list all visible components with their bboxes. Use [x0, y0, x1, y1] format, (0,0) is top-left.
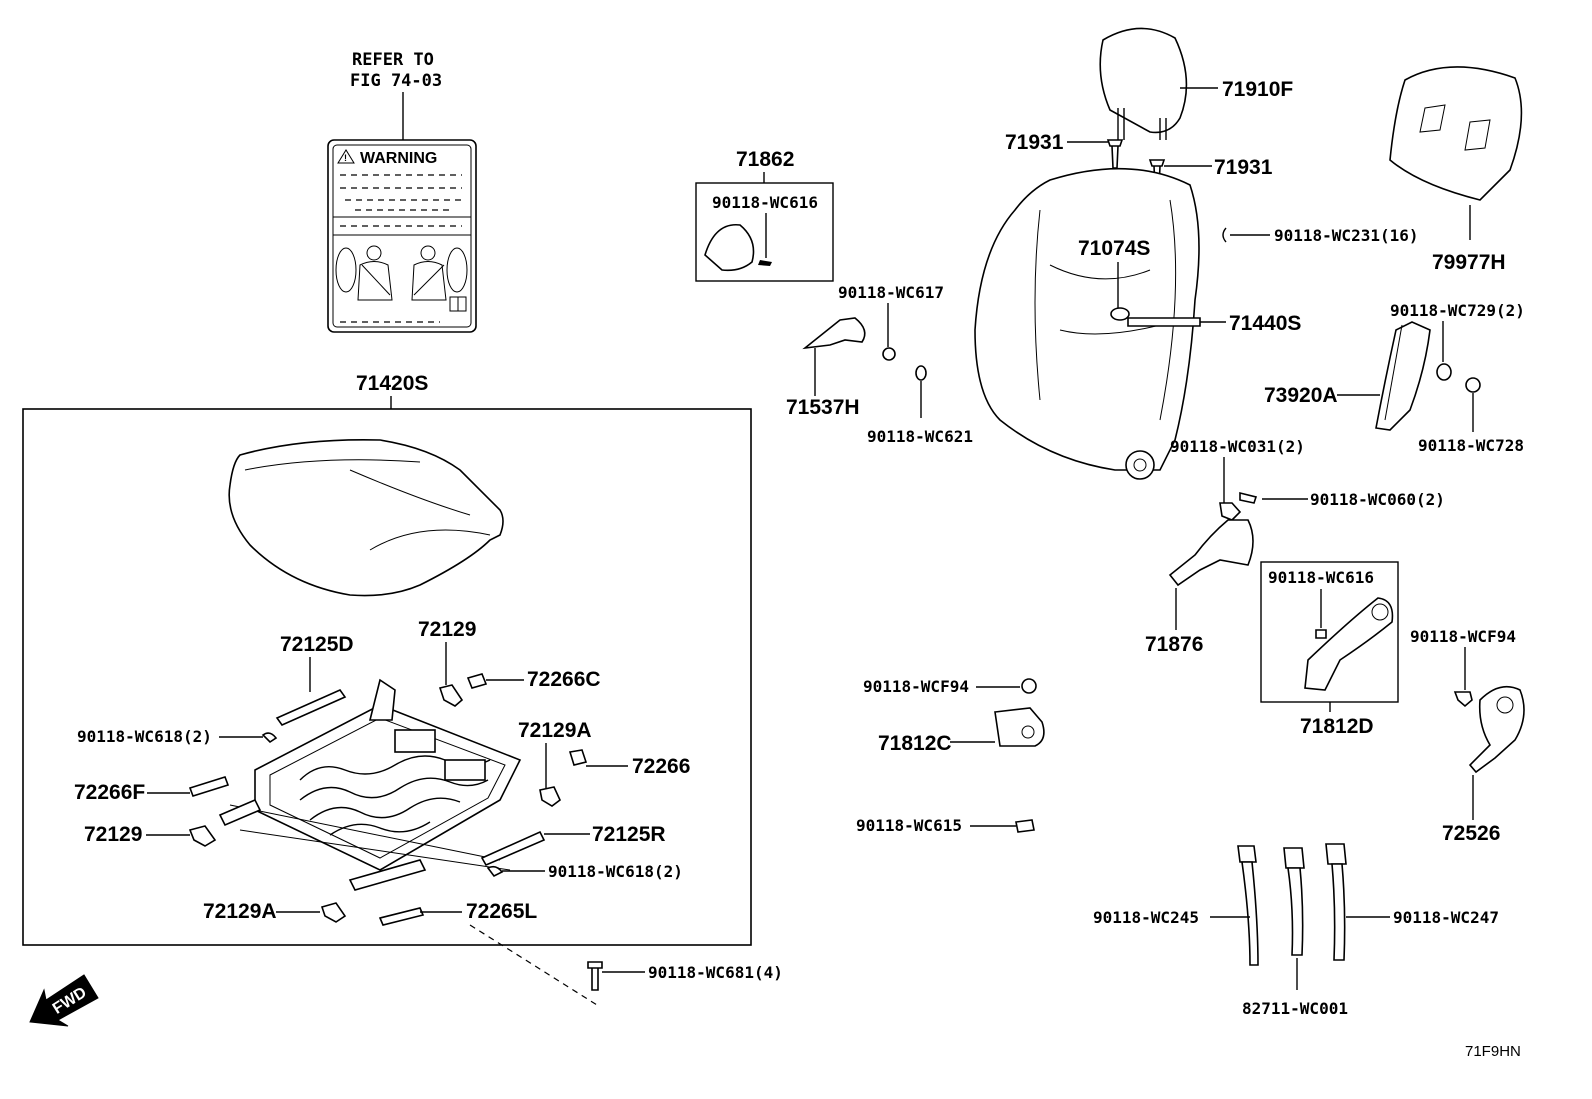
label-90118-WC615: 90118-WC615 — [856, 816, 962, 835]
label-90118-WC728: 90118-WC728 — [1418, 436, 1524, 455]
warning-heading: WARNING — [360, 150, 437, 167]
label-72266: 72266 — [632, 755, 690, 778]
label-90118-WC681: 90118-WC681(4) — [648, 963, 783, 982]
label-90118-WC247: 90118-WC247 — [1393, 908, 1499, 927]
label-90118-WC031: 90118-WC031(2) — [1170, 437, 1305, 456]
clip-82711-illustration — [1287, 867, 1304, 956]
trim-71862-group: 71862 90118-WC616 — [695, 148, 834, 282]
screw-WCF94-mid-illustration — [1021, 678, 1037, 694]
label-71812D: 71812D — [1300, 715, 1374, 738]
screw-WCF94-right-illustration — [1453, 691, 1473, 708]
clip-WC621-illustration — [915, 365, 927, 381]
label-72266C: 72266C — [527, 668, 601, 691]
warning-triangle-icon — [337, 149, 355, 164]
belt-anchor-73920A-illustration — [1375, 321, 1431, 431]
label-71812C: 71812C — [878, 732, 952, 755]
label-79977H: 79977H — [1432, 251, 1506, 274]
label-90118-WC729: 90118-WC729(2) — [1390, 301, 1525, 320]
label-71537H: 71537H — [786, 396, 860, 419]
bolt-WC031-illustration — [1219, 502, 1242, 521]
pad-71074S-illustration — [1110, 307, 1130, 321]
clip-WC617-illustration — [882, 347, 896, 361]
cushion-assembly-group: 71420S 72125D 72129 — [22, 372, 752, 946]
rail-72125R-illustration — [480, 830, 546, 867]
cover-72265L-illustration — [378, 907, 425, 926]
seat-cushion-pad-illustration — [228, 438, 504, 597]
label-82711-WC001: 82711-WC001 — [1242, 999, 1348, 1018]
label-71931-left: 71931 — [1005, 131, 1064, 154]
label-72125D: 72125D — [280, 633, 354, 656]
bracket-71537H-illustration — [802, 317, 866, 350]
tie-WC247-illustration — [1331, 863, 1346, 961]
clip-WC615-illustration — [1015, 819, 1035, 833]
label-71440S: 71440S — [1229, 312, 1301, 335]
bracket-71876-illustration — [1168, 519, 1254, 587]
nut-WC729-illustration — [1436, 363, 1452, 381]
seatback-cover-illustration — [974, 167, 1200, 471]
clip-72129-top-illustration — [438, 684, 464, 707]
svg-text:!: ! — [344, 153, 347, 163]
label-72266F: 72266F — [74, 781, 145, 804]
label-71420S: 71420S — [356, 372, 428, 395]
warning-label-illustration: REFER TO FIG 74-03 ! WARNING — [327, 50, 477, 333]
screw-WC618-right-illustration — [486, 865, 504, 878]
tie-WC245-illustration — [1241, 861, 1259, 966]
screw-WC618-left-illustration — [261, 732, 278, 744]
diagram-code: 71F9HN — [1465, 1043, 1521, 1060]
clip-72129-left-illustration — [188, 825, 217, 847]
label-72526: 72526 — [1442, 822, 1500, 845]
rail-72125D-illustration — [275, 689, 347, 726]
label-90118-WCF94-right: 90118-WCF94 — [1410, 627, 1516, 646]
label-71862: 71862 — [736, 148, 794, 171]
label-90118-WC621: 90118-WC621 — [867, 427, 973, 446]
cover-72266F-illustration — [188, 776, 230, 797]
cable-tie-group: 90118-WC245 82711-WC001 90118-WC247 — [1093, 843, 1499, 1018]
cover-71812C-illustration — [994, 707, 1045, 747]
cover-79977H-illustration — [1389, 66, 1523, 201]
label-90118-WC245: 90118-WC245 — [1093, 908, 1199, 927]
label-90118-WC618-left: 90118-WC618(2) — [77, 727, 212, 746]
label-71862-fastener: 90118-WC616 — [712, 193, 818, 212]
label-72129A-bottom: 72129A — [203, 900, 277, 923]
label-90118-WC617: 90118-WC617 — [838, 283, 944, 302]
headrest-71910F-illustration — [1099, 27, 1188, 134]
nut-WC728-illustration — [1465, 377, 1481, 393]
label-72125R: 72125R — [592, 823, 666, 846]
cover-71812D-illustration — [1304, 597, 1394, 691]
seat-frame-illustration — [218, 678, 522, 891]
label-71074S: 71074S — [1078, 237, 1150, 260]
label-71910F: 71910F — [1222, 78, 1293, 101]
forward-direction-arrow-icon: FWD — [29, 974, 99, 1027]
guide-71931-left-illustration — [1106, 139, 1124, 169]
label-72129-top: 72129 — [418, 618, 476, 641]
cover-72526-illustration — [1468, 685, 1525, 774]
refer-note-line2: FIG 74-03 — [350, 71, 442, 91]
label-71812D-fastener: 90118-WC616 — [1268, 568, 1374, 587]
label-72129A-top: 72129A — [518, 719, 592, 742]
clip-72129A-bottom-illustration — [320, 902, 347, 923]
label-90118-WC231: 90118-WC231(16) — [1274, 226, 1419, 245]
label-90118-WC060: 90118-WC060(2) — [1310, 490, 1445, 509]
occupant-airbag-icon — [335, 245, 468, 301]
bolt-WC681-illustration — [587, 961, 603, 991]
clip-72266-illustration — [568, 749, 588, 766]
label-90118-WCF94-mid: 90118-WCF94 — [863, 677, 969, 696]
label-73920A: 73920A — [1264, 384, 1338, 407]
hog-ring-WC231-illustration — [1222, 227, 1227, 243]
clip-72266C-illustration — [466, 673, 488, 689]
label-72129-left: 72129 — [84, 823, 142, 846]
label-72265L: 72265L — [466, 900, 537, 923]
cover-71862-illustration — [704, 224, 755, 272]
label-71931-right: 71931 — [1214, 156, 1273, 179]
label-90118-WC618-right: 90118-WC618(2) — [548, 862, 683, 881]
screw-WC060-illustration — [1239, 491, 1258, 504]
label-71876: 71876 — [1145, 633, 1203, 656]
refer-note-line1: REFER TO — [352, 50, 434, 70]
clip-72129A-top-illustration — [539, 786, 561, 807]
